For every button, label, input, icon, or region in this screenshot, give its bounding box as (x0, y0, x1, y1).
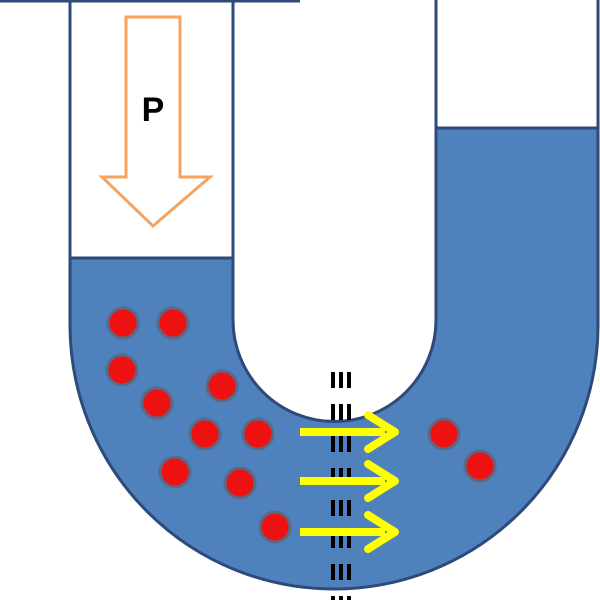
particle (223, 466, 257, 500)
particle (106, 306, 140, 340)
tube-outline-inner (231, 0, 438, 423)
tube-outline-left-arm (68, 0, 600, 591)
particle (140, 386, 174, 420)
pressure-label: P (142, 91, 165, 129)
particle (241, 417, 275, 451)
particle (258, 510, 292, 544)
flow-arrows (300, 411, 399, 553)
particle (188, 417, 222, 451)
particle (156, 306, 190, 340)
flow-arrow-icon (300, 460, 399, 502)
membrane-icon (331, 372, 351, 600)
particle (158, 455, 192, 489)
flow-arrow-icon (300, 511, 399, 553)
particle (427, 417, 461, 451)
flow-arrow-icon (300, 411, 399, 453)
particle (463, 449, 497, 483)
particle (105, 353, 139, 387)
pressure-arrow-icon (98, 15, 215, 229)
solute-particles (105, 306, 497, 544)
particle (205, 369, 239, 403)
